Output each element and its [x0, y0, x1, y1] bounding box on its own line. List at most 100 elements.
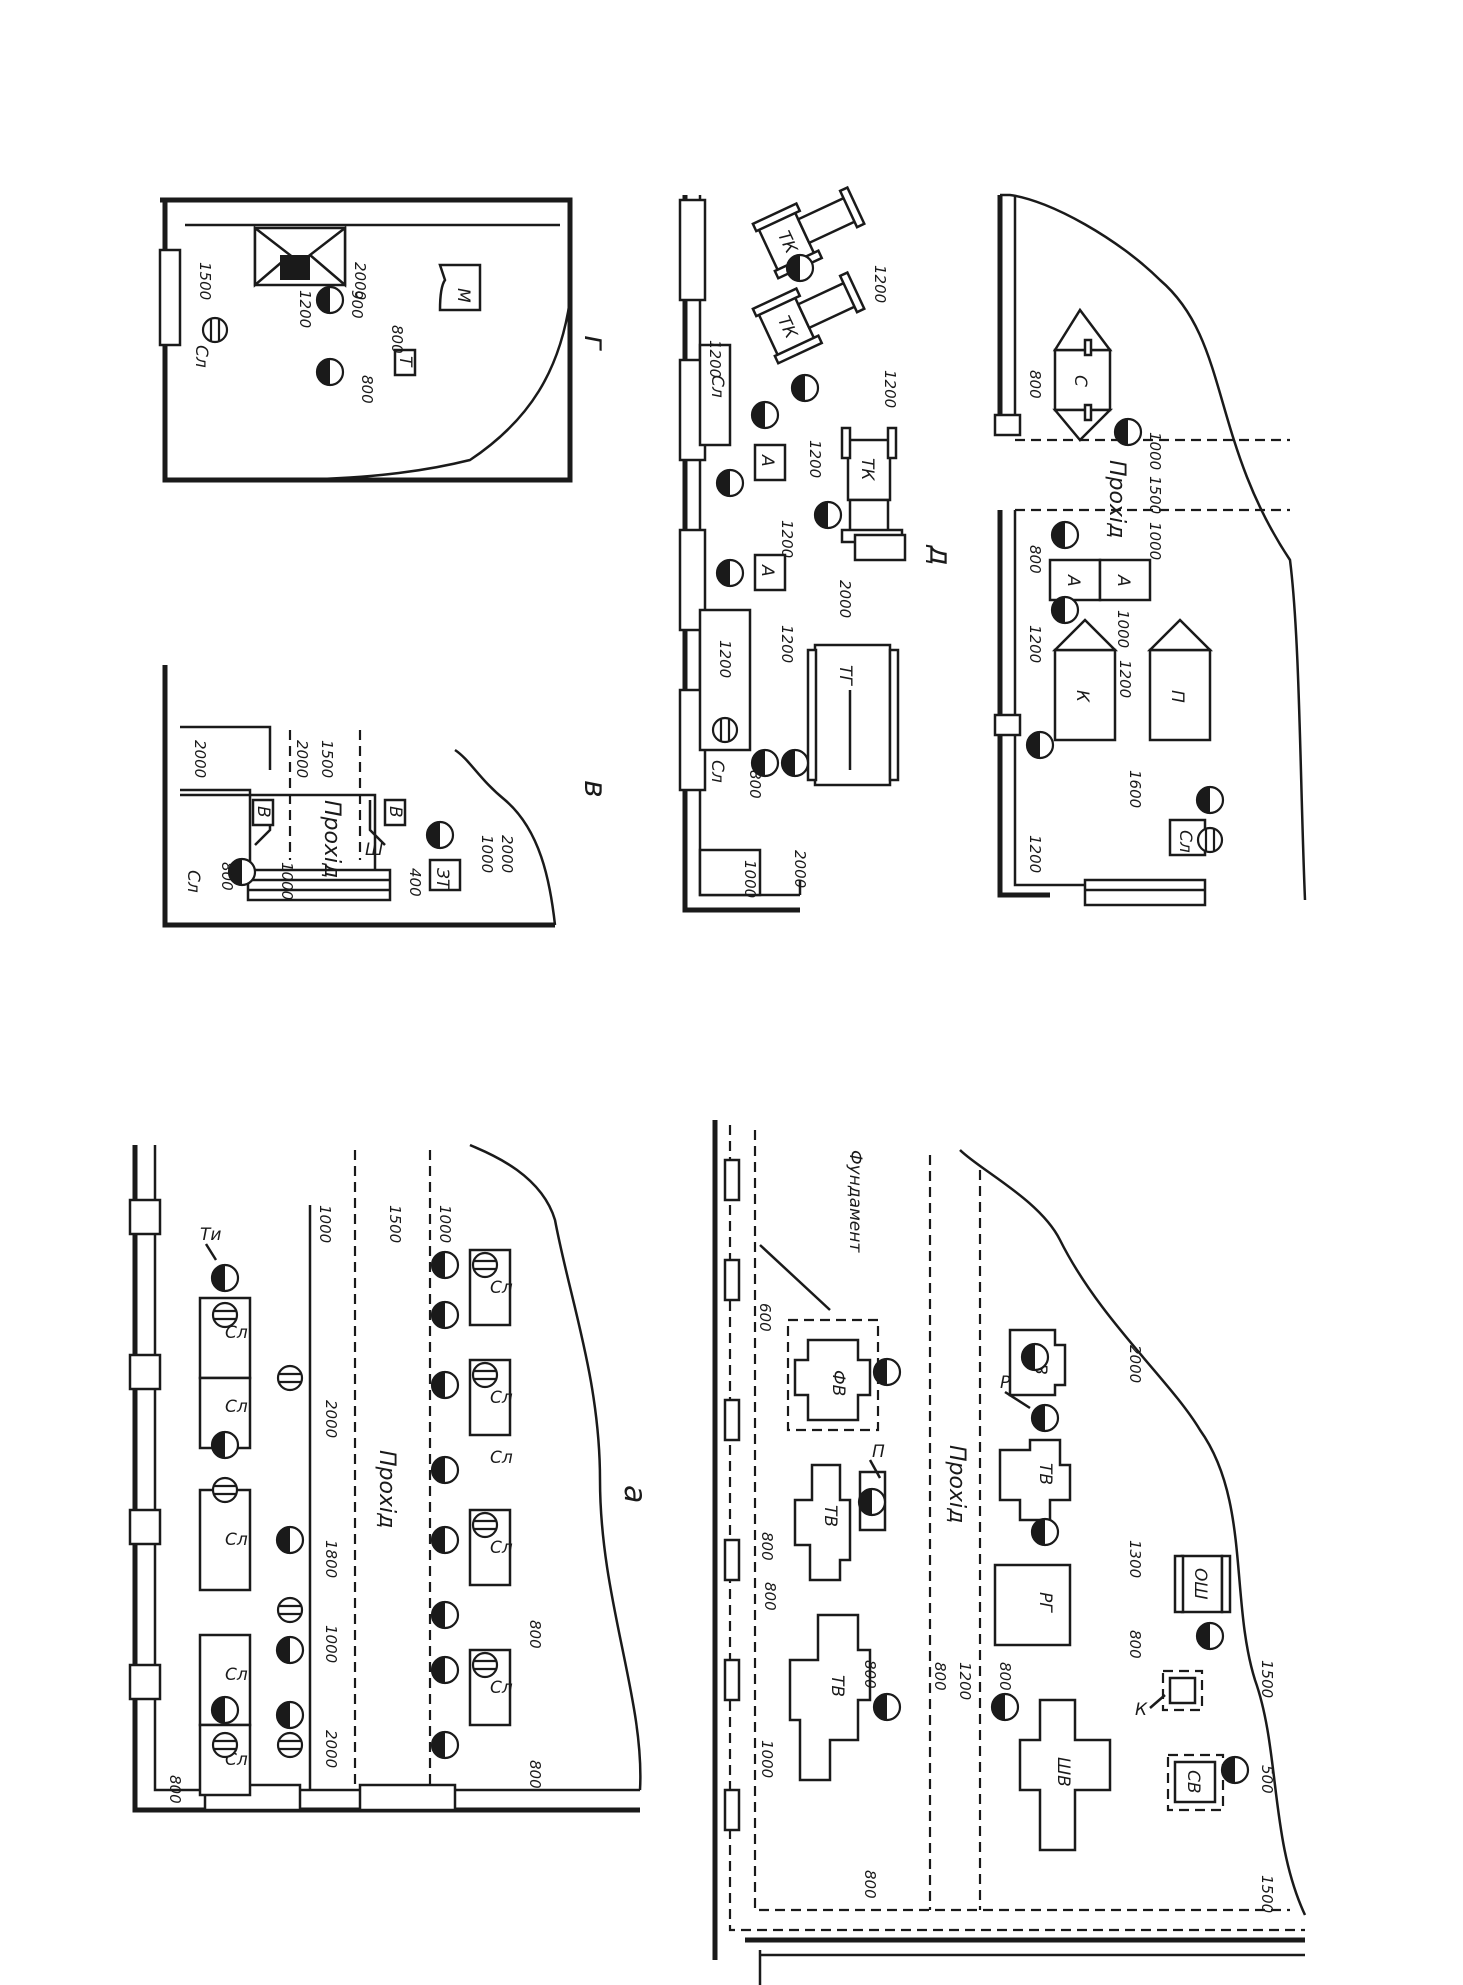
vice-icon	[211, 1301, 239, 1329]
dimension-label: 1000	[278, 862, 296, 900]
marker-label: Ш	[365, 840, 383, 860]
worker-icon	[430, 1455, 460, 1485]
dimension-label: 1300	[1126, 1540, 1144, 1578]
worker-icon	[785, 253, 815, 283]
dimension-label: 1000	[1146, 522, 1164, 560]
worker-icon	[1220, 1755, 1250, 1785]
labels-d-bottom: С А А К П Сл	[1063, 375, 1195, 853]
dimension-label: 1200	[1116, 660, 1134, 698]
benches-d: А А Сл Сл	[707, 375, 787, 783]
bench-label: Сл	[707, 760, 727, 783]
dimension-label: 2000	[836, 580, 854, 618]
vice-icon	[276, 1364, 304, 1392]
dimension-label: 1200	[716, 640, 734, 678]
bench-label: А	[757, 564, 777, 577]
vice-icon	[276, 1596, 304, 1624]
worker-icon	[275, 1525, 305, 1555]
windows-b	[723, 1158, 741, 1832]
dimension-label: 1000	[741, 860, 759, 898]
worker-icon	[430, 1300, 460, 1330]
markers-b: П Р К	[868, 1373, 1166, 1720]
dimension-label: 800	[526, 1760, 544, 1789]
worker-icon	[857, 1487, 887, 1517]
dimension-label: 1000	[758, 1740, 776, 1778]
machine-g	[253, 225, 347, 288]
machine-label: ФВ	[828, 1370, 848, 1396]
machine-label: М	[453, 288, 473, 303]
bench-label: В	[253, 806, 273, 818]
window	[158, 248, 182, 347]
dimension-label: 1000	[1146, 432, 1164, 470]
tractor-label: ТК	[857, 458, 877, 481]
dimension-label: 1500	[1258, 1875, 1276, 1913]
machine-label: Т	[395, 356, 415, 368]
dimension-label: 1000	[316, 1205, 334, 1243]
benches-a	[198, 1248, 512, 1797]
vice-icon	[471, 1251, 499, 1279]
worker-icon	[210, 1263, 240, 1293]
dimension-label: 2000	[498, 835, 516, 873]
dimension-label: 1200	[706, 340, 724, 378]
dimension-label: 800	[746, 770, 764, 799]
worker-icon	[275, 1700, 305, 1730]
dimension-label: 1000	[478, 835, 496, 873]
worker-icon	[1050, 595, 1080, 625]
dimension-label: 800	[1026, 545, 1044, 574]
panel-caption: д	[922, 544, 957, 566]
machine-label: ТВ	[820, 1505, 840, 1527]
dimension-label: 800	[526, 1620, 544, 1649]
worker-icon	[210, 1430, 240, 1460]
aisle-lines-b	[928, 1155, 982, 1910]
vice-marker-label: Ти	[200, 1225, 221, 1245]
dimension-label: 1600	[1126, 770, 1144, 808]
bench-label: В	[385, 806, 405, 818]
tractor-label: ТГ	[835, 665, 855, 686]
worker-icon	[790, 373, 820, 403]
worker-icon	[750, 400, 780, 430]
dimension-label: 1200	[1026, 835, 1044, 873]
panel-g: Сл М Т 1500 1200 900 2000 800 800 г	[158, 197, 612, 483]
vice-icon	[471, 1651, 499, 1679]
dimension-label: 800	[758, 1532, 776, 1561]
worker-icon	[813, 500, 843, 530]
machine-m	[438, 263, 482, 312]
worker-icon	[1050, 520, 1080, 550]
worker-icon	[1195, 1621, 1225, 1651]
dimension-label: 800	[861, 1660, 879, 1689]
worker-icon	[315, 285, 345, 315]
dimension-label: 800	[218, 862, 236, 891]
worker-icon	[780, 748, 810, 778]
worker-icon	[715, 468, 745, 498]
dimension-label: 1000	[1114, 610, 1132, 648]
foundation-b: Фундамент	[759, 1150, 880, 1432]
dimension-label: 1200	[778, 520, 796, 558]
bench-label: Сл	[490, 1388, 513, 1408]
panel-caption: в	[577, 780, 612, 798]
worker-icon	[430, 1730, 460, 1760]
worker-icon	[430, 1370, 460, 1400]
dimension-label: 1200	[806, 440, 824, 478]
entrance-door	[246, 868, 392, 902]
machine-label: К	[1072, 690, 1092, 703]
vice-icon	[211, 1476, 239, 1504]
dimension-label: 1200	[296, 290, 314, 328]
bench-label: Сл	[225, 1323, 248, 1343]
bench-label: Сл	[183, 870, 203, 893]
vice-icon	[471, 1361, 499, 1389]
bench-label: ЗТ	[432, 868, 452, 891]
vice-icon	[1196, 826, 1224, 854]
dimension-label: 900	[348, 290, 366, 319]
aisle-label: Прохід	[374, 1450, 399, 1528]
machine-label: ТВ	[1035, 1463, 1055, 1485]
worker-icon	[430, 1600, 460, 1630]
dimension-label: 800	[1126, 1630, 1144, 1659]
bench-label: А	[1063, 574, 1083, 587]
aisle-label: Прохід	[1104, 460, 1129, 538]
marker-label: П	[872, 1442, 885, 1462]
vice-icon	[276, 1731, 304, 1759]
dimension-label: 800	[166, 1775, 184, 1804]
bench-label: Сл	[1175, 830, 1195, 853]
dimensions-d-bottom: 800 1000 1500 1000 800 1000 1200 1200 16…	[1026, 370, 1164, 873]
panel-a: Сл Сл Сл Сл Сл Сл Сл Сл Сл Сл	[128, 1143, 652, 1813]
